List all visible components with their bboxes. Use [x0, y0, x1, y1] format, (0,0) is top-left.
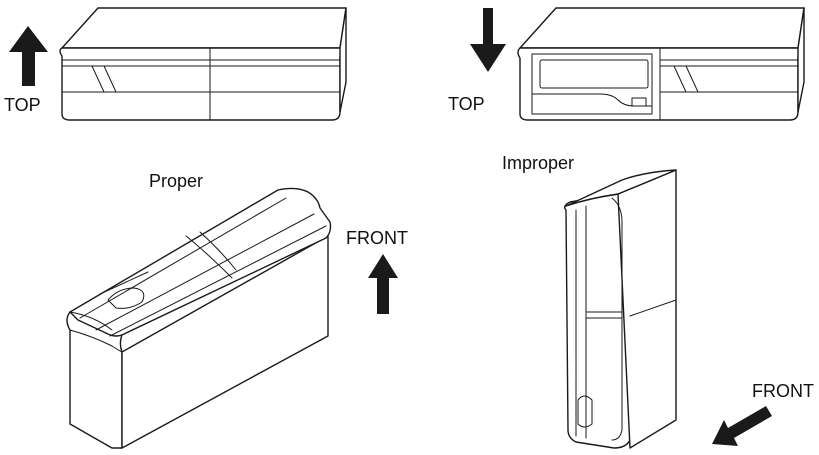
unit-proper [66, 187, 332, 449]
arrow-up-icon [368, 254, 398, 314]
unit-improper [563, 169, 677, 449]
top-label-left: TOP [4, 95, 41, 115]
arrow-up-icon [9, 26, 48, 86]
unit-upside-down [517, 7, 805, 121]
top-label-right: TOP [448, 94, 485, 114]
improper-label: Improper [502, 153, 574, 173]
front-label-proper: FRONT [346, 228, 408, 248]
arrow-down-icon [470, 8, 506, 72]
unit-top-up [59, 7, 347, 121]
front-label-improper: FRONT [752, 381, 814, 401]
proper-label: Proper [149, 171, 203, 191]
arrow-down-left-icon [712, 406, 772, 446]
